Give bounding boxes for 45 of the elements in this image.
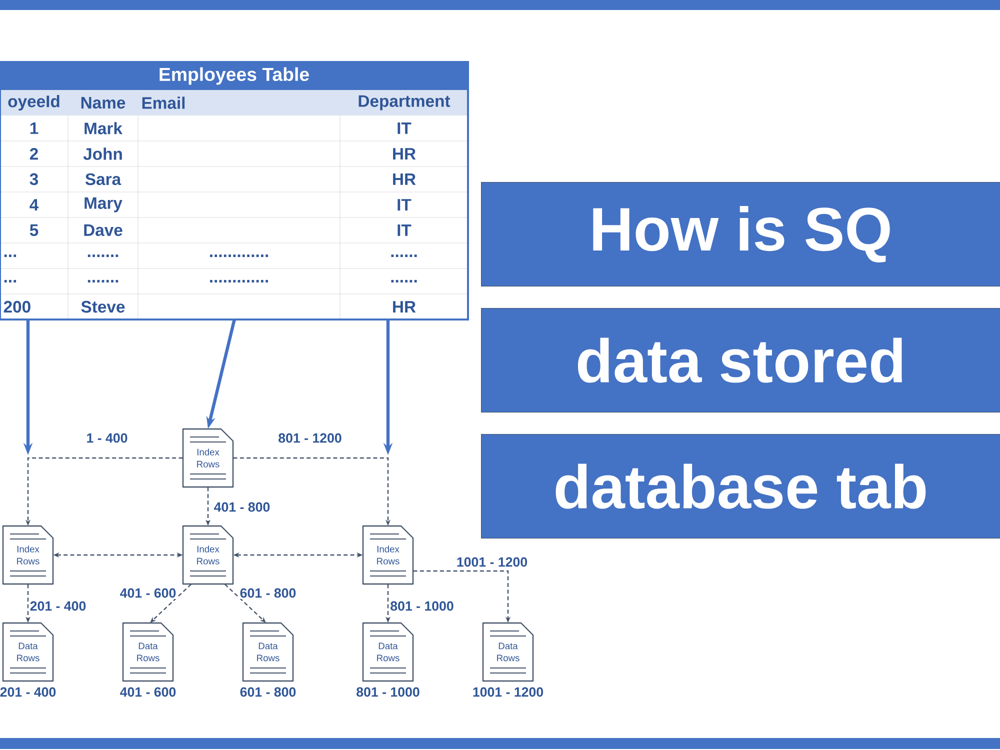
edge-label: 601 - 800	[238, 586, 298, 600]
table-cell: IT	[398, 224, 412, 236]
title-banner: How is SQ	[481, 182, 1000, 287]
table-cell: ......	[391, 280, 417, 282]
table-cell: ...	[4, 280, 16, 282]
title-banner: database tab	[481, 434, 1000, 539]
edge-label: 401 - 800	[212, 500, 272, 514]
range-label: 1001 - 1200	[473, 687, 544, 697]
table-cell: Email	[142, 96, 185, 109]
table-cell: Dave	[84, 224, 122, 236]
table-cell: IT	[398, 122, 412, 134]
table-cell: 4	[30, 199, 39, 211]
table-cell: 5	[30, 224, 38, 236]
title-banner: data stored	[481, 308, 1000, 413]
table-cell: IT	[398, 199, 412, 211]
table-cell: HR	[393, 173, 416, 185]
table-cell: .......	[88, 280, 118, 282]
table-cell: 200	[4, 300, 30, 313]
table-cell: Mary	[84, 197, 122, 212]
table-cell: Sara	[85, 173, 122, 186]
range-label: 601 - 800	[240, 687, 296, 697]
table-cell: HR	[393, 301, 416, 313]
table-cell: Steve	[81, 300, 125, 313]
table-cell: Mark	[84, 122, 122, 134]
edge-label: 1001 - 1200	[455, 556, 529, 568]
table-cell: .......	[88, 254, 118, 258]
range-label: 801 - 1000	[356, 687, 420, 697]
range-label: 401 - 600	[120, 687, 176, 697]
edge-label: 201 - 400	[28, 600, 88, 612]
table-cell: 1	[30, 122, 38, 134]
table-cell: ...	[4, 254, 16, 258]
table-cell: 3	[30, 173, 38, 186]
table-cell: Department	[358, 95, 450, 110]
table-cell: .............	[210, 254, 268, 258]
edge-label: 401 - 600	[118, 586, 178, 600]
table-cell: John	[83, 148, 122, 160]
edge-label: 801 - 1200	[276, 432, 344, 444]
table-cell: oyeeId	[8, 95, 60, 111]
edge-label: 801 - 1000	[388, 600, 456, 612]
table-cell: HR	[393, 148, 416, 160]
table-cell: .............	[210, 280, 268, 282]
range-label: 201 - 400	[0, 687, 56, 697]
table-cell: Name	[81, 97, 126, 109]
table-cell: 2	[30, 148, 38, 160]
table-cell: ......	[391, 254, 417, 258]
